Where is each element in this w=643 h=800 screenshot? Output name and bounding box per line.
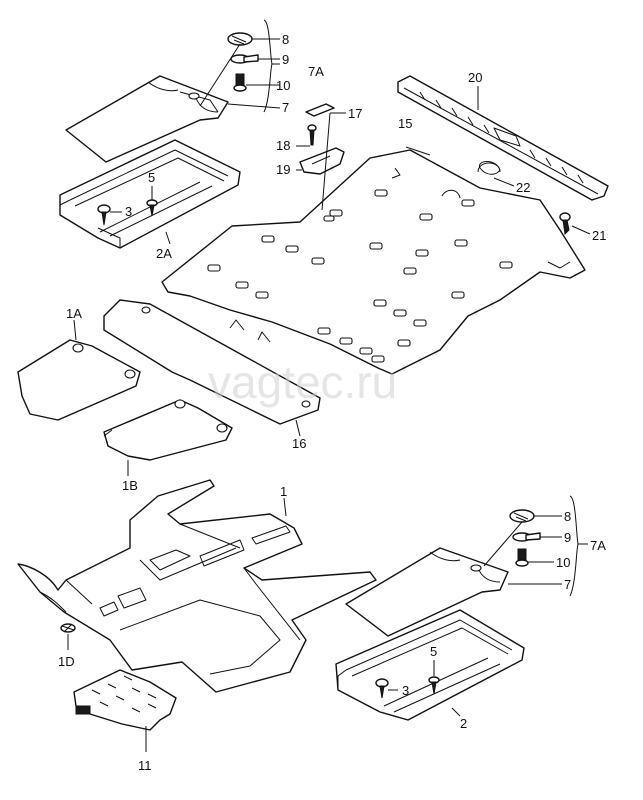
callout-7-upper: 7 (282, 100, 289, 115)
screw-3-upper (97, 204, 111, 226)
callout-10-lower: 10 (556, 555, 570, 570)
callout-17: 17 (348, 106, 362, 121)
callout-1: 1 (280, 484, 287, 499)
callout-9-lower: 9 (564, 530, 571, 545)
screw-3-lower (375, 678, 389, 699)
callout-5-lower: 5 (430, 644, 437, 659)
callout-1D: 1D (58, 654, 75, 669)
tray-2A (59, 139, 241, 249)
strip-16 (103, 299, 321, 425)
clip-1D (60, 623, 76, 633)
callout-5-upper: 5 (148, 170, 155, 185)
callout-2A: 2A (156, 246, 172, 261)
callout-3-upper: 3 (125, 204, 132, 219)
callout-1B: 1B (122, 478, 138, 493)
floor-covering-1 (17, 479, 377, 693)
callout-18: 18 (276, 138, 290, 153)
callout-16: 16 (292, 436, 306, 451)
callout-22: 22 (516, 180, 530, 195)
callout-7-lower: 7 (564, 577, 571, 592)
callout-10-upper: 10 (276, 78, 290, 93)
callout-7A-upper: 7A (308, 64, 324, 79)
mat-1B (103, 399, 233, 461)
watermark: vagtec.ru (208, 356, 397, 408)
callout-8-upper: 8 (282, 32, 289, 47)
load-floor-15 (161, 149, 586, 375)
floor-15-slots (207, 189, 513, 363)
sill-trim-20 (397, 75, 609, 201)
tray-2 (335, 609, 525, 721)
callout-3-lower: 3 (402, 683, 409, 698)
damping-plate-11 (73, 669, 177, 731)
callout-20: 20 (468, 70, 482, 85)
clip-8-upper (227, 32, 253, 46)
mat-7-lower (345, 547, 509, 637)
screw-18 (307, 124, 317, 146)
clip-21 (559, 212, 571, 236)
cover-17 (305, 103, 335, 117)
screw-5-lower (428, 676, 440, 695)
callout-9-upper: 9 (282, 52, 289, 67)
callout-2: 2 (460, 716, 467, 731)
mat-1A (17, 339, 141, 421)
callout-8-lower: 8 (564, 509, 571, 524)
hook-22 (441, 161, 501, 199)
callout-15: 15 (398, 116, 412, 131)
callout-19: 19 (276, 162, 290, 177)
spacer-9-upper (230, 54, 259, 64)
clip-8-lower (509, 509, 535, 523)
stud-10-lower (515, 548, 529, 567)
callout-7A-lower: 7A (590, 538, 606, 553)
stud-10-upper (233, 73, 247, 92)
callout-labels: 8 9 7A 10 7 5 3 2A 20 17 15 18 19 22 21 … (58, 32, 606, 773)
leader-lines (67, 19, 591, 752)
spacer-9-lower (512, 532, 541, 542)
callout-11: 11 (138, 758, 152, 773)
callout-21: 21 (592, 228, 606, 243)
mat-7-upper (65, 75, 229, 163)
callout-1A: 1A (66, 306, 82, 321)
bracket-19 (299, 147, 345, 175)
